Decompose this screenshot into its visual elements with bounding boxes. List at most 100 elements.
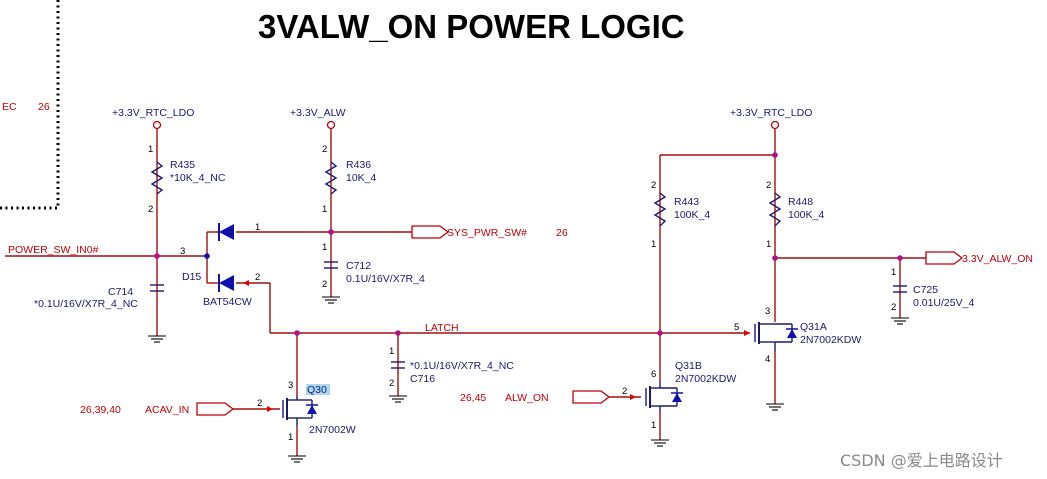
connector-alw-on: ALW_ON 26,45 (460, 390, 611, 404)
component-ref: Q30 (307, 384, 327, 396)
net-power-sw-in0: POWER_SW_IN0# (8, 244, 99, 256)
pin-number: 2 (257, 398, 262, 409)
pin-number: 2 (148, 204, 153, 215)
ground-c714 (148, 335, 166, 343)
junction-dots (154, 152, 903, 336)
capacitor-c714: C714 *0.1U/16V/X7R_4_NC (34, 284, 164, 310)
net-latch: LATCH (425, 322, 459, 334)
pin-number: 1 (322, 204, 327, 215)
component-ref: C725 (913, 284, 938, 296)
component-value: *10K_4_NC (170, 172, 226, 184)
pin-number: 3 (288, 380, 293, 391)
component-ref: Q31B (675, 360, 702, 372)
rail-rtc-ldo-left: +3.3V_RTC_LDO (112, 107, 194, 133)
pin-number: 2 (651, 180, 656, 191)
pin-number: 1 (255, 222, 260, 233)
component-value: 10K_4 (346, 172, 377, 184)
left-net-fragment: EC (2, 101, 17, 113)
rail-rtc-ldo-right: +3.3V_RTC_LDO (730, 107, 812, 133)
net-label: 3.3V_ALW_ON (962, 253, 1033, 265)
mosfet-q30: Q30 3 2 1 2N7002W (257, 380, 356, 443)
net-label: LATCH (425, 322, 459, 334)
pin-number: 2 (322, 144, 327, 155)
ground-c725 (891, 317, 909, 325)
pin-number: 2 (389, 378, 394, 389)
component-value: 2N7002KDW (800, 334, 861, 346)
capacitor-c725: 1 2 C725 0.01U/25V_4 (891, 267, 974, 313)
pin-number: 1 (148, 144, 153, 155)
resistor-r436: 2 1 R436 10K_4 (322, 144, 377, 215)
mosfet-q31b: 6 2 1 Q31B 2N7002KDW (622, 360, 736, 431)
pin-number: 5 (734, 322, 739, 333)
pin-number: 1 (389, 346, 394, 357)
ground-c712 (322, 296, 340, 304)
component-value: 100K_4 (788, 209, 824, 221)
ground-q31b (651, 439, 669, 447)
capacitor-c716: 1 2 *0.1U/16V/X7R_4_NC C716 (389, 346, 514, 389)
component-ref: R443 (674, 196, 699, 208)
pin-number: 2 (322, 279, 327, 290)
net-label: ALW_ON (505, 392, 549, 404)
pin-number: 1 (322, 242, 327, 253)
page-title: 3VALW_ON POWER LOGIC (258, 8, 685, 45)
rail-label: +3.3V_RTC_LDO (112, 107, 194, 119)
pin-number: 2 (255, 272, 260, 283)
rail-label: +3.3V_ALW (290, 107, 346, 119)
component-value: 2N7002KDW (675, 373, 736, 385)
component-value: *0.1U/16V/X7R_4_NC (34, 298, 138, 310)
wires (5, 133, 926, 456)
ground-q31a (766, 403, 784, 411)
component-ref: C714 (108, 286, 133, 298)
diode-d15: 1 2 3 D15 BAT54CW (180, 222, 260, 308)
component-value: BAT54CW (203, 296, 252, 308)
component-ref: R448 (788, 196, 813, 208)
pin-number: 1 (651, 239, 656, 250)
sheet-ref: 26,45 (460, 392, 486, 404)
ground-symbols (148, 296, 909, 463)
ground-q30 (288, 455, 306, 463)
left-sheet-ref: 26 (38, 101, 50, 113)
sheet-ref: 26,39,40 (80, 404, 121, 416)
pin-number: 1 (766, 239, 771, 250)
component-ref: C716 (410, 373, 435, 385)
pin-number: 1 (891, 267, 896, 278)
pin-number: 6 (651, 369, 656, 380)
resistor-r443: 2 1 R443 100K_4 (651, 180, 710, 250)
component-ref: Q31A (800, 321, 827, 333)
resistor-r435: 1 2 R435 *10K_4_NC (148, 144, 226, 215)
component-value: 100K_4 (674, 209, 710, 221)
pin-number: 1 (288, 432, 293, 443)
component-ref: R436 (346, 159, 371, 171)
pin-number: 3 (765, 306, 770, 317)
component-ref: D15 (182, 271, 201, 283)
connector-3v3-alw-on: 3.3V_ALW_ON (925, 251, 1033, 265)
connector-acav-in: ACAV_IN 26,39,40 (80, 402, 235, 416)
pin-number: 3 (180, 246, 185, 257)
ground-c716 (389, 395, 407, 403)
mosfet-q31a: 5 3 4 Q31A 2N7002KDW (734, 306, 861, 365)
net-label: POWER_SW_IN0# (8, 244, 99, 256)
sheet-ref: 26 (556, 227, 568, 239)
pin-number: 4 (765, 354, 770, 365)
pin-number: 2 (622, 386, 627, 397)
component-ref: R435 (170, 159, 195, 171)
capacitor-c712: 1 2 C712 0.1U/16V/X7R_4 (322, 242, 425, 290)
net-label: ACAV_IN (145, 404, 189, 416)
left-block: EC 26 (0, 0, 60, 210)
pin-number: 1 (651, 420, 656, 431)
component-value: *0.1U/16V/X7R_4_NC (410, 360, 514, 372)
net-label: SYS_PWR_SW# (447, 227, 527, 239)
resistor-r448: 2 1 R448 100K_4 (766, 180, 824, 250)
rail-alw: +3.3V_ALW (290, 107, 346, 133)
watermark: CSDN @爱上电路设计 (840, 451, 1003, 470)
rail-label: +3.3V_RTC_LDO (730, 107, 812, 119)
component-ref: C712 (346, 260, 371, 272)
connector-sys-pwr-sw: SYS_PWR_SW# 26 (411, 225, 568, 239)
pin-number: 2 (766, 180, 771, 191)
component-value: 0.1U/16V/X7R_4 (346, 273, 425, 285)
component-value: 0.01U/25V_4 (913, 297, 974, 309)
pin-number: 2 (891, 302, 896, 313)
component-value: 2N7002W (309, 424, 356, 436)
